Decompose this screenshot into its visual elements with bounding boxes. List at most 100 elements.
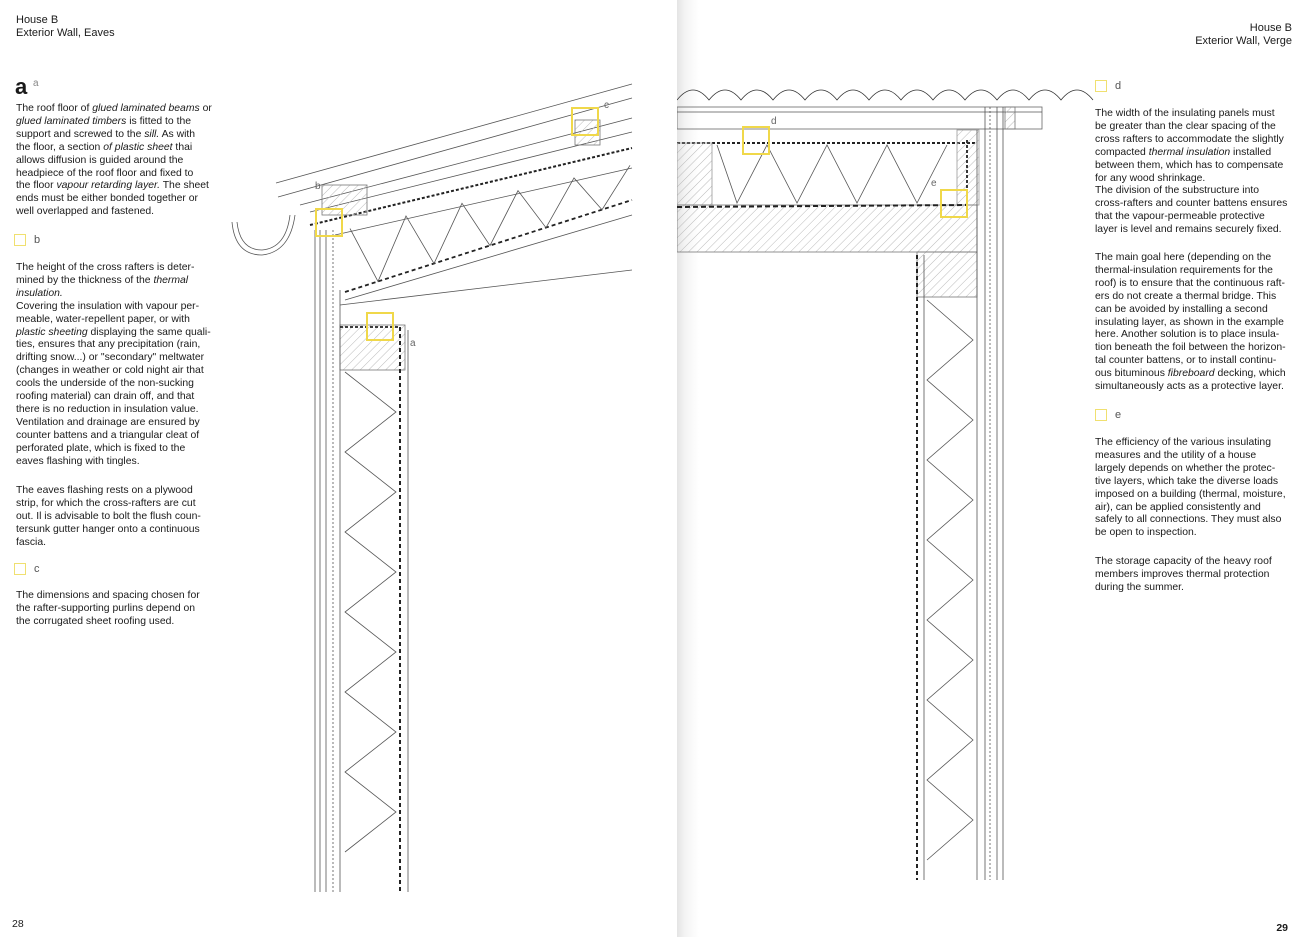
text-line: simultaneously acts as a protective laye… bbox=[1095, 381, 1300, 394]
text-run: perforated plate, which is fixed to the bbox=[16, 442, 186, 454]
marker-label: e bbox=[1115, 409, 1122, 421]
text-run: largely depends on whether the protec- bbox=[1095, 462, 1276, 474]
verge-section-drawing: d e bbox=[677, 89, 1094, 880]
text-run: The dimensions and spacing chosen for bbox=[16, 590, 200, 601]
text-run: members improves thermal protection bbox=[1095, 568, 1270, 580]
right-page: d e House B Exterior Wall, Verge d The w… bbox=[677, 0, 1300, 937]
text-run: imposed on a building (thermal, moisture… bbox=[1095, 488, 1286, 500]
text-run: be open to inspection. bbox=[1095, 527, 1197, 539]
text-line: compacted thermal insulation installed bbox=[1095, 147, 1300, 160]
text-line: insulating layer, as shown in the exampl… bbox=[1095, 317, 1300, 330]
text-line: headpiece of the roof floor and fixed to bbox=[16, 168, 226, 181]
yellow-box-icon bbox=[1095, 80, 1107, 92]
text-run: tersunk gutter hanger onto a continuous bbox=[16, 523, 200, 535]
text-line: The height of the cross rafters is deter… bbox=[16, 262, 226, 275]
paragraph-a: The roof floor of glued laminated beams … bbox=[16, 103, 226, 219]
text-line: allows diffusion is guided around the bbox=[16, 155, 226, 168]
text-line: strip, for which the cross-rafters are c… bbox=[16, 498, 226, 511]
detail-box-a bbox=[366, 312, 394, 341]
text-line: well overlapped and fastened. bbox=[16, 206, 226, 219]
italic-term: of plastic sheet bbox=[103, 141, 173, 153]
text-run: out. Il is advisable to bolt the flush c… bbox=[16, 510, 201, 522]
text-line: The eaves flashing rests on a plywood bbox=[16, 485, 226, 498]
text-line: can be avoided by installing a second bbox=[1095, 304, 1300, 317]
text-line: perforated plate, which is fixed to the bbox=[16, 443, 226, 456]
text-run: The storage capacity of the heavy roof bbox=[1095, 556, 1272, 567]
drawing-label-b: b bbox=[315, 181, 321, 192]
header-section: Exterior Wall, Verge bbox=[1195, 35, 1292, 47]
text-line: layer is level and remains securely fixe… bbox=[1095, 224, 1300, 237]
text-line: between them, which has to compensate bbox=[1095, 160, 1300, 173]
italic-term: glued laminated beams bbox=[92, 103, 200, 114]
text-run: (changes in weather or cold night air th… bbox=[16, 365, 204, 377]
text-run: Covering the insulation with vapour per- bbox=[16, 300, 200, 312]
header-section: Exterior Wall, Eaves bbox=[16, 27, 115, 39]
text-line: out. Il is advisable to bolt the flush c… bbox=[16, 511, 226, 524]
marker-c: c bbox=[14, 563, 40, 575]
text-run: The division of the substructure into bbox=[1095, 185, 1260, 197]
drawing-label-d: d bbox=[771, 116, 777, 127]
section-letter: a bbox=[15, 74, 28, 99]
eaves-section-drawing: b c a bbox=[231, 83, 633, 892]
yellow-box-icon bbox=[14, 563, 26, 575]
text-line: cross-rafters and counter battens ensure… bbox=[1095, 198, 1300, 211]
text-run: tion beneath the foil between the horizo… bbox=[1095, 342, 1286, 354]
marker-b: b bbox=[14, 234, 40, 246]
text-run: the floor bbox=[16, 180, 57, 192]
text-run: safely to all connections. They must als… bbox=[1095, 514, 1282, 526]
text-run: ends must be either bonded together or bbox=[16, 193, 198, 205]
page-number: 29 bbox=[1276, 922, 1288, 934]
text-line: The division of the substructure into bbox=[1095, 185, 1300, 198]
text-run: layer is level and remains securely fixe… bbox=[1095, 224, 1282, 236]
page-header: House B Exterior Wall, Eaves bbox=[16, 14, 115, 40]
text-line: counter battens and a triangular cleat o… bbox=[16, 430, 226, 443]
paragraph-b1: The height of the cross rafters is deter… bbox=[16, 262, 226, 469]
text-run: tal counter battens, or to install conti… bbox=[1095, 355, 1277, 367]
text-run: drifting snow...) or "secondary" meltwat… bbox=[16, 352, 205, 364]
italic-term: glued laminated timbers bbox=[16, 115, 127, 127]
text-run: during the summer. bbox=[1095, 581, 1184, 593]
text-line: tersunk gutter hanger onto a continuous bbox=[16, 524, 226, 537]
text-line: that the vapour-permeable protective bbox=[1095, 211, 1300, 224]
text-run: decking, which bbox=[1214, 368, 1286, 380]
detail-box-c bbox=[571, 107, 599, 136]
text-run: The sheet bbox=[160, 180, 209, 192]
text-run: well overlapped and fastened. bbox=[16, 206, 155, 218]
text-run: tive layers, which take the diverse load… bbox=[1095, 475, 1279, 487]
text-line: tion beneath the foil between the horizo… bbox=[1095, 342, 1300, 355]
text-line: ties, ensures that any precipitation (ra… bbox=[16, 339, 226, 352]
text-line: the rafter-supporting purlins depend on bbox=[16, 603, 226, 616]
text-run: As with bbox=[159, 128, 196, 140]
text-run: for any wood shrinkage. bbox=[1095, 172, 1206, 184]
text-run: measures and the utility of a house bbox=[1095, 449, 1257, 461]
text-line: for any wood shrinkage. bbox=[1095, 173, 1300, 186]
text-run: is fitted to the bbox=[126, 115, 192, 127]
text-line: insulation. bbox=[16, 288, 226, 301]
text-run: ers do not create a thermal bridge. This bbox=[1095, 290, 1277, 302]
text-run: between them, which has to compensate bbox=[1095, 159, 1284, 171]
text-run: installed bbox=[1230, 146, 1272, 158]
italic-term: sill. bbox=[144, 128, 160, 140]
section-letter-small: a bbox=[33, 78, 39, 89]
text-run: the rafter-supporting purlins depend on bbox=[16, 602, 196, 614]
text-run: displaying the same quali- bbox=[87, 326, 211, 338]
text-run: The roof floor of bbox=[16, 103, 93, 114]
text-line: The main goal here (depending on the bbox=[1095, 252, 1300, 265]
text-line: (changes in weather or cold night air th… bbox=[16, 365, 226, 378]
text-line: eaves flashing with tingles. bbox=[16, 456, 226, 469]
left-page: House B Exterior Wall, Eaves a a The roo… bbox=[12, 14, 633, 930]
page-number: 28 bbox=[12, 918, 24, 930]
drawing-label-a: a bbox=[410, 338, 416, 349]
yellow-box-icon bbox=[14, 234, 26, 246]
text-line: there is no reduction in insulation valu… bbox=[16, 404, 226, 417]
text-line: meable, water-repellent paper, or with bbox=[16, 314, 226, 327]
text-line: safely to all connections. They must als… bbox=[1095, 514, 1300, 527]
marker-label: d bbox=[1115, 80, 1122, 92]
text-run: meable, water-repellent paper, or with bbox=[16, 313, 190, 325]
italic-term: thermal bbox=[153, 274, 189, 286]
text-line: The efficiency of the various insulating bbox=[1095, 437, 1300, 450]
text-line: imposed on a building (thermal, moisture… bbox=[1095, 489, 1300, 502]
